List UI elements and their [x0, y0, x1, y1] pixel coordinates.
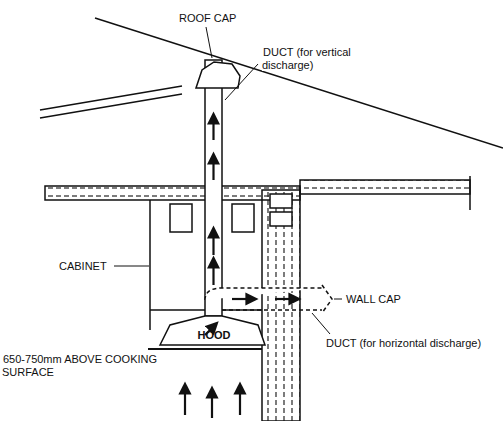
callout-label: WALL CAP — [345, 293, 425, 306]
label-text: DUCT (for horizontal discharge) — [325, 337, 482, 349]
label-text: DUCT (for vertical discharge) — [262, 46, 351, 71]
callout-label: CABINET — [58, 260, 118, 273]
label-text: WALL CAP — [345, 293, 402, 305]
label-text: 650-750mm ABOVE COOKING SURFACE — [2, 353, 157, 378]
callout-label: 650-750mm ABOVE COOKING SURFACE — [2, 353, 178, 379]
label-text: CABINET — [58, 260, 108, 272]
callout-label: ROOF CAP — [178, 12, 248, 25]
hood-box: HOOD — [172, 326, 256, 344]
label-text: ROOF CAP — [178, 12, 237, 24]
callout-label: DUCT (for vertical discharge) — [262, 46, 382, 72]
callout-label: DUCT (for horizontal discharge) — [325, 337, 500, 350]
node-text: HOOD — [198, 329, 231, 341]
